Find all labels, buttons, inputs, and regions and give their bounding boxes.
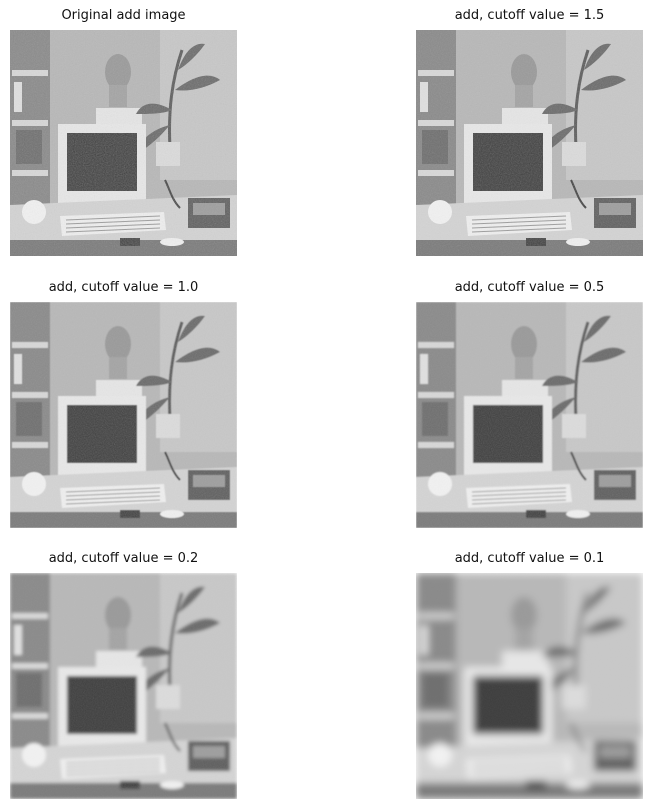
office-photo-cutoff-1-5 bbox=[416, 30, 643, 256]
panel-title: add, cutoff value = 0.5 bbox=[454, 280, 605, 295]
panel-title: add, cutoff value = 0.1 bbox=[454, 551, 605, 566]
panel-title: add, cutoff value = 1.5 bbox=[454, 8, 605, 23]
office-photo-cutoff-0-2 bbox=[10, 573, 237, 799]
office-photo-original bbox=[10, 30, 237, 256]
panel-title: Original add image bbox=[61, 8, 186, 23]
panel-title: add, cutoff value = 0.2 bbox=[48, 551, 199, 566]
panel-title: add, cutoff value = 1.0 bbox=[48, 280, 199, 295]
office-photo-cutoff-0-1 bbox=[416, 573, 643, 799]
office-photo-cutoff-0-5 bbox=[416, 302, 643, 528]
office-photo-cutoff-1-0 bbox=[10, 302, 237, 528]
